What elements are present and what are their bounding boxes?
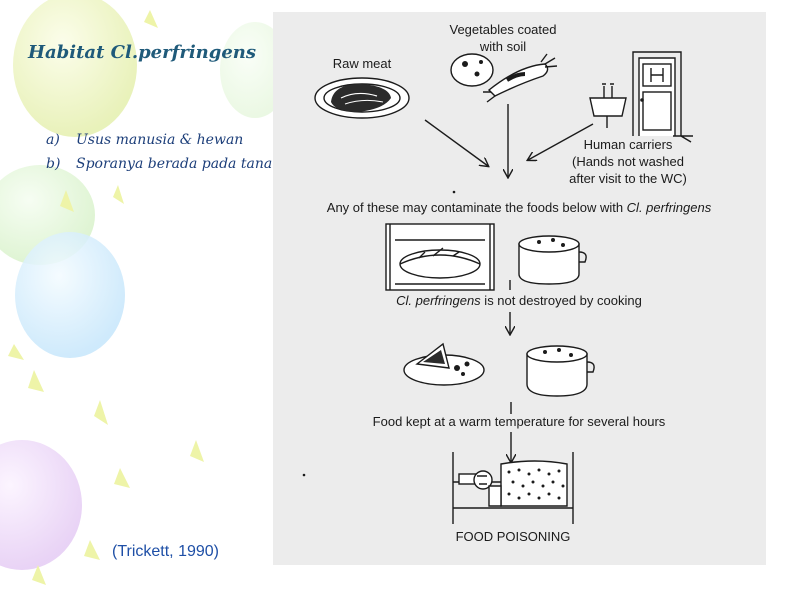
list-marker: b): [46, 156, 61, 172]
washbasin-and-door-illustration: [589, 51, 693, 143]
raw-meat-label: Raw meat: [333, 56, 392, 71]
vegetables-label-line1: Vegetables coated: [450, 22, 557, 37]
contamination-diagram-panel: Raw meat Vegetables coated with soil Hum…: [273, 12, 766, 565]
carriers-label-line1: Human carriers: [584, 137, 673, 152]
food-poisoning-result: FOOD POISONING: [456, 529, 571, 544]
list-item: b) Sporanya berada pada tanah: [46, 152, 281, 176]
served-pie-plate-illustration: [403, 342, 485, 386]
balloon-decoration: [15, 232, 125, 358]
raw-meat-plate-illustration: [314, 77, 410, 119]
star-sparkle-decoration: [190, 440, 204, 462]
star-sparkle-decoration: [28, 370, 44, 392]
vegetables-illustration: [450, 53, 558, 103]
slide-title: Habitat Cl.perfringens: [28, 42, 257, 63]
arrow-from-raw-meat: [424, 119, 488, 166]
star-sparkle-decoration: [8, 344, 24, 360]
pie-in-oven-illustration: [385, 223, 495, 291]
cooking-step-organism: Cl. perfringens: [396, 293, 481, 308]
list-item-text: Sporanya berada pada tanah: [76, 156, 282, 172]
vegetables-label-line2: with soil: [479, 39, 526, 54]
warm-storage-step-text: Food kept at a warm temperature for seve…: [373, 414, 666, 429]
contamination-step-organism: Cl. perfringens: [627, 200, 712, 215]
stew-pot-illustration: [526, 345, 595, 397]
list-item: a) Usus manusia & hewan: [46, 128, 281, 152]
carriers-label-line3: after visit to the WC): [569, 171, 687, 186]
balloon-decoration: [220, 22, 290, 118]
contamination-step-text: Any of these may contaminate the foods b…: [327, 200, 712, 215]
cooking-step-text: Cl. perfringens is not destroyed by cook…: [396, 293, 642, 308]
star-sparkle-decoration: [84, 540, 100, 560]
carriers-label-line2: (Hands not washed: [572, 154, 684, 169]
star-sparkle-decoration: [114, 468, 130, 488]
list-marker: a): [46, 132, 60, 148]
speck-decoration: [452, 190, 456, 194]
habitat-list: a) Usus manusia & hewan b) Sporanya bera…: [46, 128, 281, 176]
list-item-text: Usus manusia & hewan: [76, 132, 244, 148]
arrow-from-human-carriers: [528, 123, 594, 160]
star-sparkle-decoration: [144, 10, 158, 28]
cooking-step-suffix: is not destroyed by cooking: [481, 293, 642, 308]
contamination-step-prefix: Any of these may contaminate the foods b…: [327, 200, 627, 215]
cooking-pot-illustration: [518, 235, 587, 285]
star-sparkle-decoration: [60, 190, 74, 212]
star-sparkle-decoration: [94, 400, 108, 425]
sick-person-in-bed-illustration: [452, 452, 574, 524]
balloon-decoration: [0, 440, 82, 570]
star-sparkle-decoration: [113, 185, 124, 204]
balloon-decoration: [13, 0, 137, 137]
speck-decoration: [302, 473, 306, 477]
contamination-flow-diagram: Raw meat Vegetables coated with soil Hum…: [302, 22, 712, 544]
citation: (Trickett, 1990): [112, 543, 219, 560]
star-sparkle-decoration: [32, 565, 46, 585]
